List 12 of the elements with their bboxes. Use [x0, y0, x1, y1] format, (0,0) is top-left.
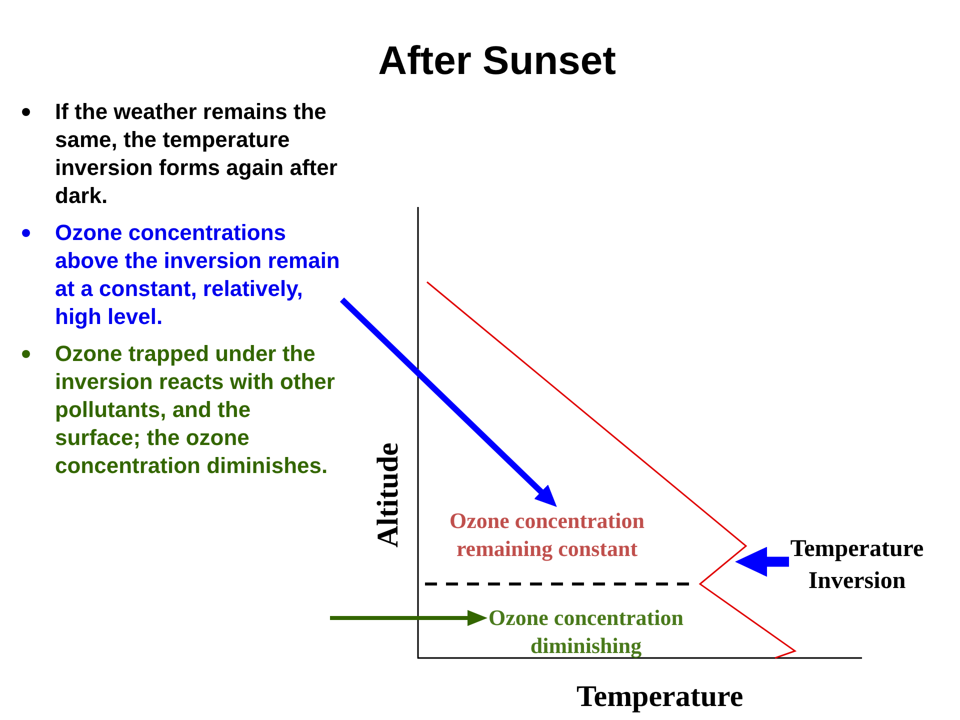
- arrow: [340, 297, 559, 510]
- bullet-text: If the weather remains the same, the temperature inversion forms again after dark.: [55, 98, 338, 210]
- callout-label: Temperature Inversion: [789, 533, 925, 597]
- region-label: Ozone concentration remaining constant: [448, 507, 646, 563]
- region-label: Ozone concentration diminishing: [488, 604, 684, 660]
- axis-title: Altitude: [370, 442, 405, 548]
- axis-title: Temperature: [576, 679, 744, 715]
- slide-title: After Sunset: [378, 38, 616, 85]
- arrow: [330, 610, 488, 626]
- bullet-text: Ozone concentrations above the inversion remain at a constant, relatively, high level.: [55, 219, 342, 331]
- bullet-text: Ozone trapped under the inversion reacts with other pollutants, and the surface; the ozone concentration diminishes.: [55, 340, 336, 480]
- arrow: [735, 546, 789, 577]
